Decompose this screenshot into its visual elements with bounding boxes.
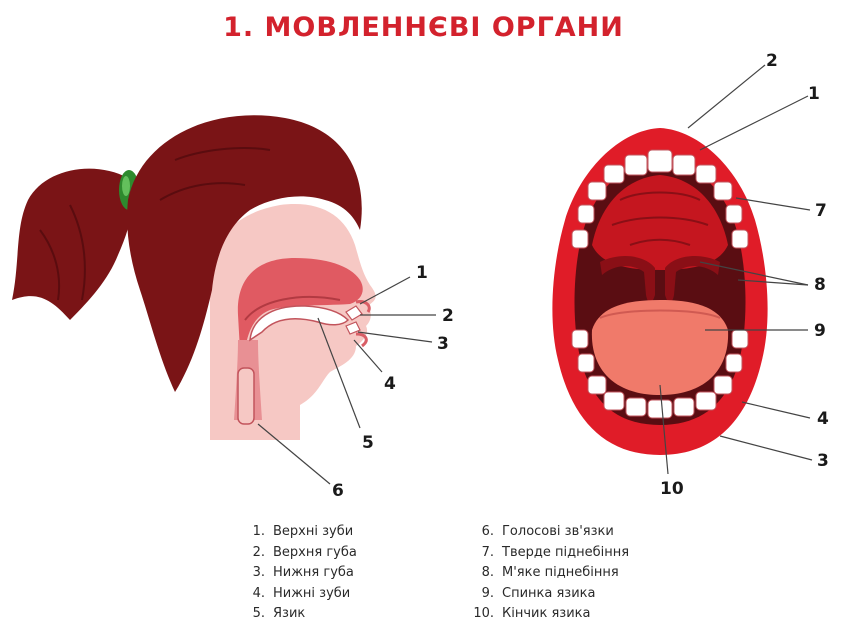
legend-item: 7.Тверде піднебіння [472, 543, 629, 564]
vocal-cords [238, 368, 254, 424]
legend-item: 4.Нижні зуби [243, 584, 357, 605]
mouth-callout-10: 10 [660, 479, 684, 499]
legend-text: Тверде піднебіння [502, 545, 629, 560]
legend-item: 10.Кінчик язика [472, 604, 629, 625]
legend-item: 3.Нижня губа [243, 563, 357, 584]
legend-left: 1.Верхні зуби 2.Верхня губа 3.Нижня губа… [243, 522, 357, 625]
head-callout-4: 4 [384, 374, 396, 394]
legend-text: Верхні зуби [273, 524, 353, 539]
mouth-callout-7: 7 [815, 201, 827, 221]
legend-text: Голосові зв'язки [502, 524, 614, 539]
legend-item: 6.Голосові зв'язки [472, 522, 629, 543]
legend-right: 6.Голосові зв'язки 7.Тверде піднебіння 8… [472, 522, 629, 625]
mouth-callout-8: 8 [814, 275, 826, 295]
mouth-callout-2: 2 [766, 51, 778, 71]
legend-item: 9.Спинка язика [472, 584, 629, 605]
legend-text: Спинка язика [502, 586, 595, 601]
open-mouth [552, 128, 767, 455]
legend-text: Язик [273, 606, 305, 621]
mouth-callout-1: 1 [808, 84, 820, 104]
head-callout-2: 2 [442, 306, 454, 326]
head-callout-3: 3 [437, 334, 449, 354]
mouth-callout-3: 3 [817, 451, 829, 471]
head-profile [12, 115, 376, 440]
mouth-callout-9: 9 [814, 321, 826, 341]
head-callout-6: 6 [332, 481, 344, 501]
legend-text: Верхня губа [273, 545, 357, 560]
legend-text: М'яке піднебіння [502, 565, 619, 580]
legend-item: 1.Верхні зуби [243, 522, 357, 543]
legend-item: 8.М'яке піднебіння [472, 563, 629, 584]
legend-text: Нижні зуби [273, 586, 350, 601]
mouth-callout-4: 4 [817, 409, 829, 429]
head-callout-1: 1 [416, 263, 428, 283]
legend-text: Кінчик язика [502, 606, 590, 621]
legend-item: 2.Верхня губа [243, 543, 357, 564]
head-callout-5: 5 [362, 433, 374, 453]
ponytail [12, 169, 132, 320]
legend-text: Нижня губа [273, 565, 354, 580]
legend-item: 5.Язик [243, 604, 357, 625]
